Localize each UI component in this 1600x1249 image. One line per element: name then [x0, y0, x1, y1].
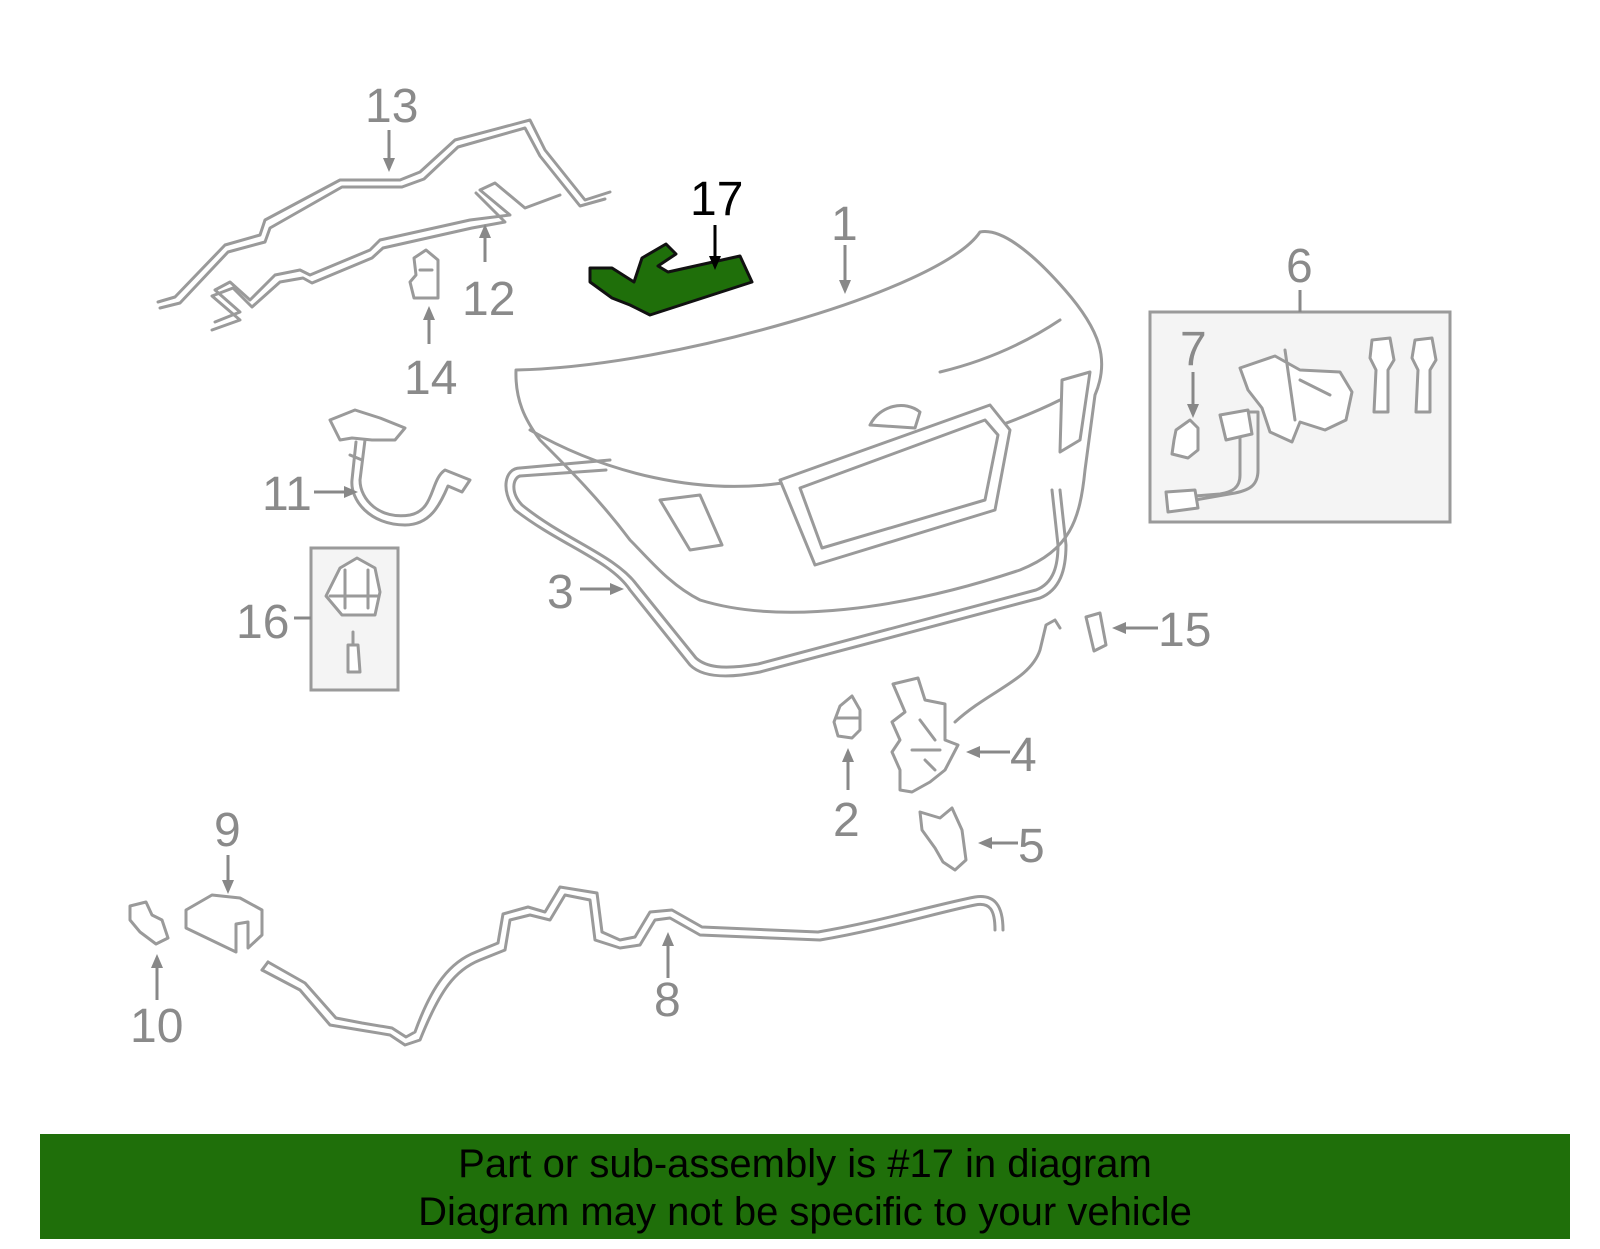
part-6-lock-box[interactable]	[1148, 310, 1452, 524]
callout-16: 16	[236, 596, 289, 649]
callout-5: 5	[1018, 820, 1045, 873]
callout-4: 4	[1010, 729, 1037, 782]
part-11-switch[interactable]	[328, 408, 472, 527]
callout-7: 7	[1180, 323, 1207, 376]
part-9-bracket[interactable]	[184, 893, 264, 954]
callout-6: 6	[1286, 240, 1313, 293]
part-8-cable[interactable]	[260, 885, 1005, 1047]
callout-9: 9	[214, 804, 241, 857]
part-13-rail[interactable]	[156, 118, 612, 310]
part-1-trunk-lid[interactable]	[514, 230, 1104, 614]
callout-13: 13	[365, 80, 418, 133]
part-15-bumper[interactable]	[1084, 611, 1108, 653]
part-2-clip[interactable]	[832, 694, 862, 740]
callout-3: 3	[547, 566, 574, 619]
part-3-seal[interactable]	[504, 458, 1068, 678]
callout-2: 2	[833, 794, 860, 847]
banner-line-2: Diagram may not be specific to your vehi…	[418, 1190, 1192, 1234]
callout-14: 14	[404, 352, 457, 405]
banner-line-1: Part or sub-assembly is #17 in diagram	[458, 1142, 1152, 1186]
part-16-socket-box[interactable]	[309, 546, 400, 692]
info-banner: Part or sub-assembly is #17 in diagram D…	[40, 1134, 1570, 1239]
callout-11: 11	[262, 468, 312, 521]
callout-12: 12	[462, 273, 515, 326]
callout-15: 15	[1158, 604, 1211, 657]
callout-labels: 13 12 14 17 1 6 7 11 16 3 15 4 2 5 9 10 …	[130, 80, 1313, 1053]
part-14-clip[interactable]	[408, 248, 440, 300]
part-12-rail[interactable]	[210, 181, 562, 332]
callout-1: 1	[831, 198, 858, 251]
part-17-handle[interactable]	[588, 242, 754, 317]
callout-8: 8	[654, 974, 681, 1027]
part-10-clip[interactable]	[128, 900, 170, 946]
callout-17: 17	[690, 173, 743, 226]
part-5-cover[interactable]	[918, 806, 968, 872]
part-4-latch[interactable]	[890, 618, 1062, 794]
callout-arrows	[151, 130, 1302, 1000]
callout-10: 10	[130, 1000, 183, 1053]
